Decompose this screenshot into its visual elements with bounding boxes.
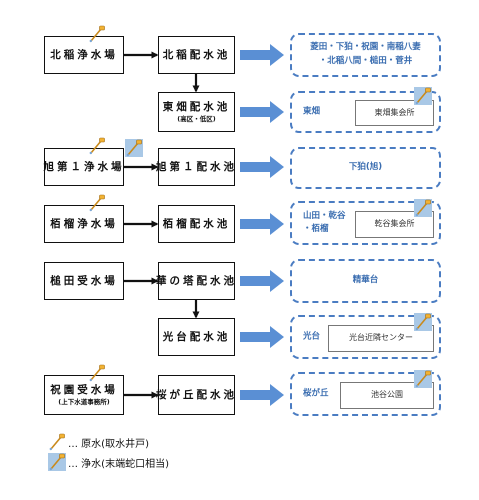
destination-box: 光台 光台近隣センター (290, 315, 441, 359)
distribution-arrow (240, 44, 284, 66)
raw-water-icon (88, 194, 106, 212)
destination-area: 菱田・下狛・祝園・南稲八妻 ・北稲八間・槌田・菅井 (310, 42, 421, 66)
reservoir-box: 旭第１配水池 (156, 148, 237, 186)
treated-water-icon (414, 313, 432, 332)
destination-area: 山田・乾谷 ・栢榴 (303, 210, 346, 234)
legend-treated-water: … 浄水(末端蛇口相当) (68, 459, 169, 470)
distribution-arrow (240, 156, 284, 178)
reservoir-name: 桜が丘配水池 (156, 388, 237, 401)
reservoir-box: 光台配水池 (158, 318, 235, 356)
source-name: 北稲浄水場 (50, 48, 118, 61)
treated-water-icon (48, 453, 66, 472)
reservoir-name: 光台配水池 (162, 330, 231, 343)
destination-area: 精華台 (352, 275, 379, 286)
source-note: (上下水道事務所) (58, 397, 110, 406)
source-box: 北稲浄水場 (44, 36, 124, 74)
distribution-arrow (240, 384, 284, 406)
source-box: 栢榴浄水場 (44, 205, 124, 243)
reservoir-box: 栢榴配水池 (158, 205, 235, 243)
destination-box: 下狛(旭) (290, 147, 441, 189)
reservoir-box: 東畑配水池 (高区・低区) (158, 92, 235, 132)
reservoir-name: 東畑配水池 (162, 100, 231, 113)
destination-box: 菱田・下狛・祝園・南稲八妻 ・北稲八間・槌田・菅井 (290, 33, 441, 77)
reservoir-box: 北稲配水池 (158, 36, 235, 74)
legend-raw-water: … 原水(取水井戸) (68, 439, 149, 450)
reservoir-box: 桜が丘配水池 (156, 375, 237, 415)
distribution-arrow (240, 101, 284, 123)
source-box: 旭第１浄水場 (44, 148, 124, 186)
distribution-arrow (240, 326, 284, 348)
treated-water-icon (414, 87, 432, 105)
destination-area: 光台 (303, 331, 321, 342)
raw-water-icon (88, 25, 106, 44)
reservoir-note: (高区・低区) (177, 114, 216, 123)
reservoir-name: 栢榴配水池 (162, 217, 231, 230)
source-name: 槌田受水場 (50, 274, 118, 287)
source-box: 祝園受水場 (上下水道事務所) (44, 375, 124, 415)
destination-area: 下狛(旭) (348, 162, 383, 173)
treated-water-icon (414, 370, 432, 389)
source-name: 栢榴浄水場 (50, 217, 118, 230)
raw-water-icon (88, 137, 106, 155)
source-name: 祝園受水場 (50, 383, 118, 396)
destination-box: 精華台 (290, 259, 441, 303)
reservoir-name: 北稲配水池 (162, 48, 231, 61)
sampling-location: 東畑集会所 (355, 100, 434, 126)
treated-water-icon (414, 199, 432, 217)
source-box: 槌田受水場 (44, 262, 124, 300)
treated-water-icon (125, 139, 143, 157)
distribution-arrow (240, 270, 284, 292)
reservoir-name: 旭第１配水池 (156, 160, 237, 173)
source-name: 旭第１浄水場 (43, 160, 125, 173)
destination-area: 桜が丘 (303, 388, 329, 399)
destination-area: 東畑 (303, 106, 321, 117)
raw-water-icon (48, 433, 66, 452)
reservoir-name: 華の塔配水池 (156, 274, 237, 287)
raw-water-icon (88, 364, 106, 383)
reservoir-box: 華の塔配水池 (156, 262, 237, 300)
distribution-arrow (240, 213, 284, 235)
